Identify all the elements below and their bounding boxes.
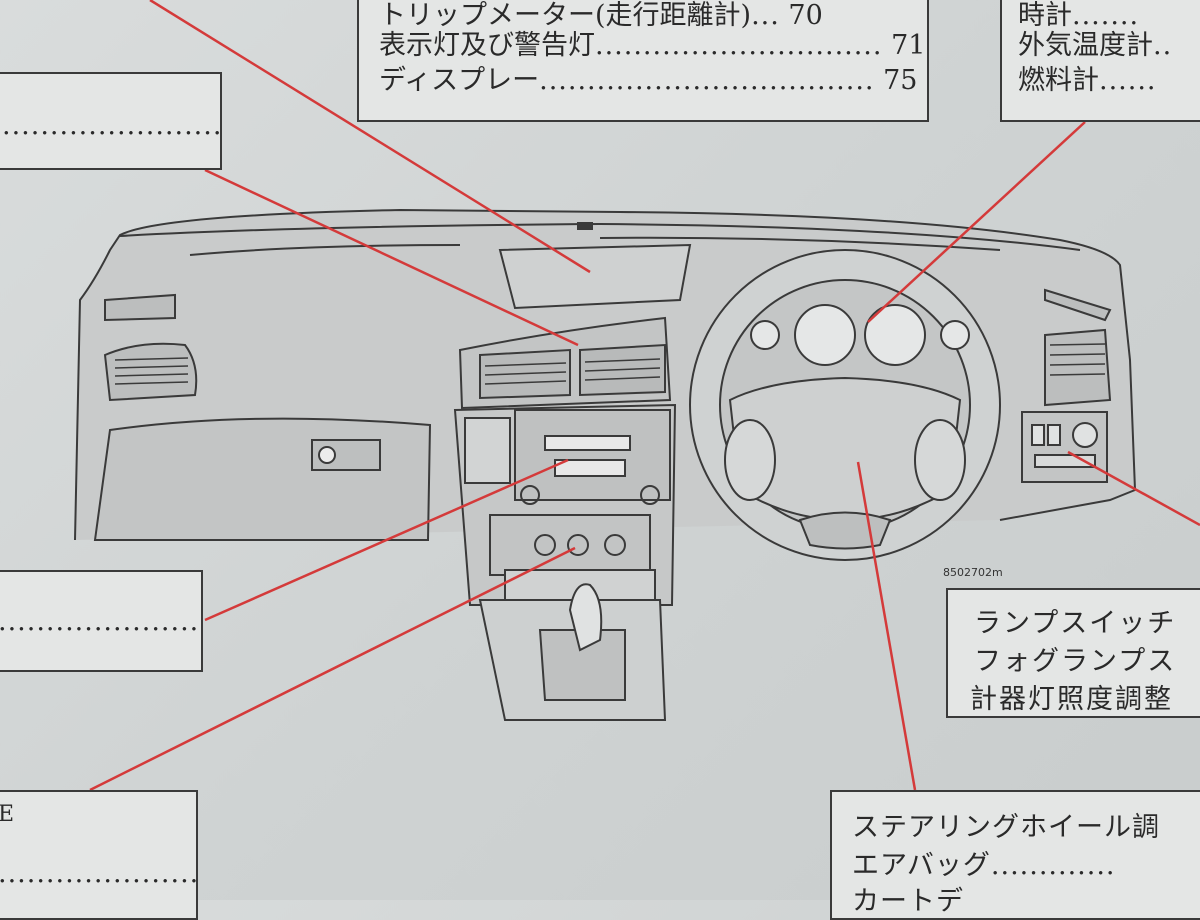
leader-lines — [89, 0, 1200, 792]
row-panel-illumination: 計器灯照度調整 — [970, 684, 1173, 715]
row-cut-off: カートデ — [852, 886, 964, 917]
row-clock: 時計....... — [1018, 0, 1140, 31]
row-fog-lamp: フォグランプス — [974, 646, 1177, 677]
row-left-top: ............................... 86 — [2, 110, 222, 141]
box-steering: ステアリングホイール調 エアバッグ............. カートデ — [830, 790, 1200, 920]
box-instruments: トリップメーター(走行距離計)... 70 表示灯及び警告灯..........… — [357, 0, 929, 122]
row-lamp-switch: ランプスイッチ — [974, 608, 1177, 639]
box-left-mid: ................................... 219 — [0, 570, 203, 672]
row-outside-temp: 外気温度計.. — [1018, 30, 1173, 61]
row-steering-wheel: ステアリングホイール調 — [852, 812, 1160, 843]
row-left-bottom: .............................97 — [0, 858, 198, 889]
box-left-top: ............................... 86 — [0, 72, 222, 170]
box-left-bottom: E .............................97 — [0, 790, 198, 920]
row-left-mid: ................................... 219 — [0, 606, 201, 637]
dashboard-illustration — [74, 208, 1137, 721]
row-indicator-lamps: 表示灯及び警告灯.............................. 7… — [379, 30, 926, 61]
row-left-bottom-head: E — [0, 802, 14, 828]
row-trip-meter: トリップメーター(走行距離計)... 70 — [379, 0, 823, 31]
box-lamp-switch: ランプスイッチ フォグランプス 計器灯照度調整 — [946, 588, 1200, 718]
row-airbag: エアバッグ............. — [852, 850, 1116, 881]
row-fuel-gauge: 燃料計...... — [1018, 65, 1157, 96]
row-display: ディスプレー..................................… — [379, 65, 918, 96]
figure-code: 8502702m — [943, 566, 1003, 579]
box-gauges-right: 時計....... 外気温度計.. 燃料計...... — [1000, 0, 1200, 122]
